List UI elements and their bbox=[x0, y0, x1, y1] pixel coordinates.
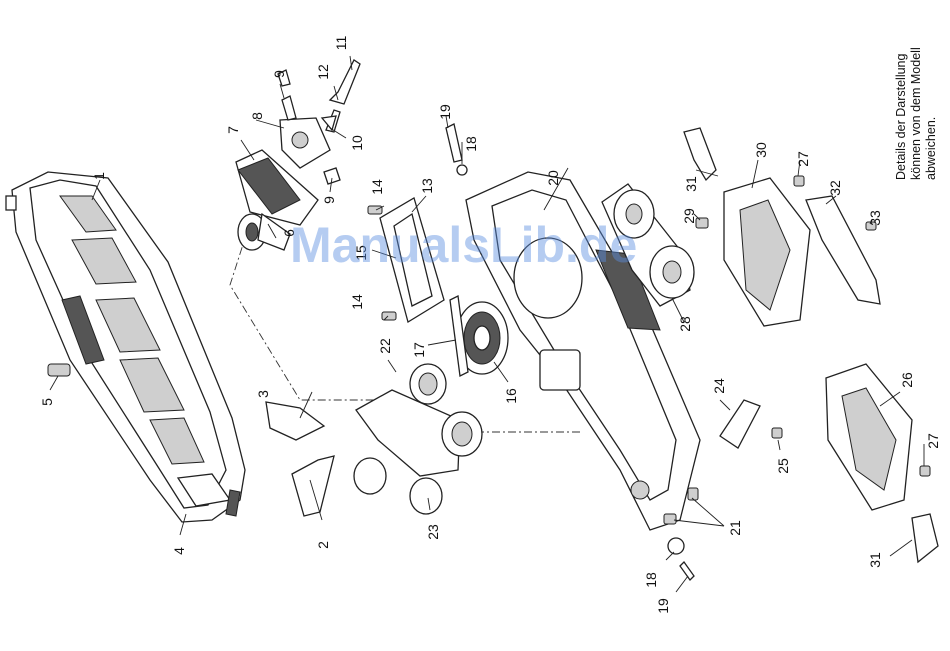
note-line-3: abweichen. bbox=[924, 117, 938, 180]
callout-9a: 9 bbox=[271, 70, 287, 78]
callout-7: 7 bbox=[225, 126, 241, 134]
callout-21: 21 bbox=[727, 520, 743, 536]
callout-17: 17 bbox=[411, 342, 427, 358]
callout-31a: 31 bbox=[683, 176, 699, 192]
callout-29: 29 bbox=[681, 208, 697, 224]
callout-12: 12 bbox=[315, 64, 331, 80]
callout-3: 3 bbox=[255, 390, 271, 398]
callout-2: 2 bbox=[315, 541, 331, 549]
note-line-1: Details der Darstellung bbox=[894, 54, 908, 180]
disclaimer-note: Details der Darstellung können von dem M… bbox=[894, 47, 938, 180]
callout-27a: 27 bbox=[795, 151, 811, 167]
callout-4: 4 bbox=[171, 547, 187, 555]
callout-19b: 19 bbox=[655, 598, 671, 614]
part-22-gear-block bbox=[266, 364, 482, 516]
part-24-bracket bbox=[720, 400, 782, 448]
part-30-bogie bbox=[724, 178, 810, 326]
callout-30: 30 bbox=[753, 142, 769, 158]
callout-22: 22 bbox=[377, 338, 393, 354]
callout-1: 1 bbox=[91, 172, 107, 180]
callout-9b: 9 bbox=[321, 196, 337, 204]
callout-11: 11 bbox=[333, 36, 349, 51]
part-5-screw bbox=[48, 364, 70, 390]
callout-5: 5 bbox=[39, 398, 55, 406]
part-16-speaker bbox=[450, 296, 508, 376]
watermark: ManualsLib.de bbox=[290, 217, 637, 273]
part-7-motor-assembly bbox=[236, 60, 360, 225]
note-line-2: können von dem Modell bbox=[909, 47, 923, 180]
callout-32: 32 bbox=[827, 180, 843, 196]
callout-24: 24 bbox=[711, 378, 727, 394]
callout-19a: 19 bbox=[437, 104, 453, 120]
callout-26: 26 bbox=[899, 372, 915, 388]
callout-10: 10 bbox=[349, 135, 365, 151]
callout-25: 25 bbox=[775, 458, 791, 474]
callout-13: 13 bbox=[419, 178, 435, 194]
callout-8: 8 bbox=[249, 112, 265, 120]
callout-23: 23 bbox=[425, 524, 441, 540]
callout-27b: 27 bbox=[925, 433, 941, 449]
callout-18a: 18 bbox=[463, 136, 479, 152]
callout-16: 16 bbox=[503, 388, 519, 404]
callout-28: 28 bbox=[677, 316, 693, 332]
callout-33: 33 bbox=[867, 210, 883, 226]
callout-18b: 18 bbox=[643, 572, 659, 588]
callout-20: 20 bbox=[545, 170, 561, 186]
callout-31b: 31 bbox=[867, 552, 883, 568]
part-1-body-shell bbox=[6, 172, 245, 522]
callout-14a: 14 bbox=[369, 179, 385, 195]
callout-14b: 14 bbox=[349, 294, 365, 310]
